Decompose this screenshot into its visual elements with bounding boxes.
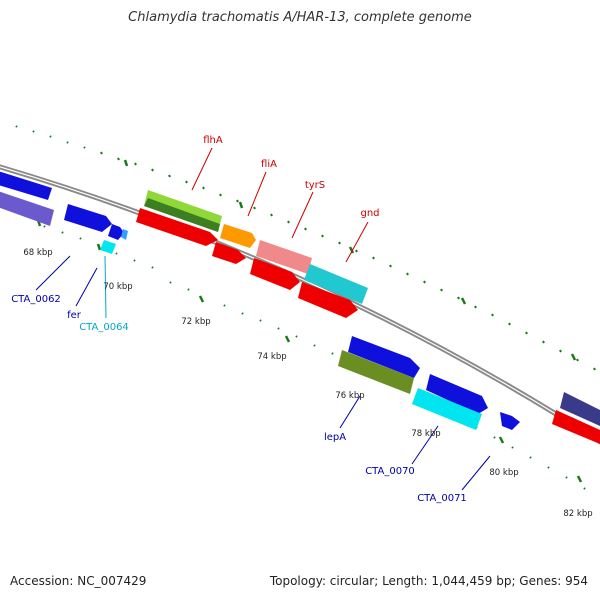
- scale-label: 82 kbp: [563, 509, 592, 519]
- gene-arrow: [552, 410, 600, 444]
- gene-callouts: [35, 147, 491, 491]
- gene-arrow-lepA: [338, 350, 414, 394]
- gene-arrow: [121, 229, 128, 240]
- gene-arrow: [64, 204, 112, 232]
- genome-backbone: [0, 164, 600, 445]
- scale-label: 76 kbp: [335, 391, 364, 401]
- gene-labels-bottom: CTA_0062 fer CTA_0064 lepA CTA_0070 CTA_…: [11, 294, 467, 504]
- scale-label: 80 kbp: [489, 468, 518, 478]
- gene-arrow-gnd: [304, 264, 368, 304]
- scale-label: 78 kbp: [411, 429, 440, 439]
- scale-label: 74 kbp: [257, 352, 286, 362]
- gene-arrow: [250, 258, 300, 290]
- gene-arrow: [144, 198, 220, 232]
- gene-label-fliA: fliA: [261, 159, 277, 170]
- gene-labels-top: flhA fliA tyrS gnd: [203, 135, 379, 219]
- gene-arrow-CTA_0070: [412, 388, 482, 430]
- gene-arrow: [426, 374, 488, 414]
- gene-label-CTA_0070: CTA_0070: [365, 466, 415, 477]
- reverse-genes: [100, 240, 482, 430]
- gene-arrow: [500, 412, 520, 430]
- gene-arrow: [0, 171, 52, 200]
- gene-arrow-fliA: [220, 224, 256, 248]
- outer-tick-ring: [15, 125, 596, 371]
- gene-arrow: [0, 191, 54, 226]
- gene-label-tyrS: tyrS: [305, 180, 325, 191]
- scale-label: 68 kbp: [23, 248, 52, 258]
- gene-arrow: [298, 282, 358, 318]
- scale-label: 70 kbp: [103, 282, 132, 292]
- gene-arrow-CTA_0064: [100, 240, 116, 254]
- scale-label: 72 kbp: [181, 317, 210, 327]
- map-title: Chlamydia trachomatis A/HAR-13, complete…: [128, 10, 472, 25]
- gene-arrow: [348, 336, 420, 378]
- gene-label-flhA: flhA: [203, 135, 223, 146]
- gene-label-fer: fer: [67, 310, 82, 321]
- gene-arrow: [212, 242, 246, 264]
- gene-arrow-tyrS: [256, 240, 312, 274]
- gene-label-gnd: gnd: [360, 208, 379, 219]
- gene-arrow: [108, 224, 124, 240]
- gene-label-lepA: lepA: [324, 432, 346, 443]
- gene-label-CTA_0071: CTA_0071: [417, 493, 467, 504]
- gene-arrow: [136, 208, 218, 246]
- topology-label: Topology: circular; Length: 1,044,459 bp…: [269, 574, 588, 588]
- inner-tick-ring: [36, 219, 586, 490]
- gene-label-CTA_0064: CTA_0064: [79, 322, 129, 333]
- gene-label-CTA_0062: CTA_0062: [11, 294, 61, 305]
- forward-genes: [0, 171, 600, 444]
- accession-label: Accession: NC_007429: [10, 574, 147, 588]
- scale-labels: 68 kbp 70 kbp 72 kbp 74 kbp 76 kbp 78 kb…: [23, 248, 592, 519]
- gene-arrow: [560, 392, 600, 426]
